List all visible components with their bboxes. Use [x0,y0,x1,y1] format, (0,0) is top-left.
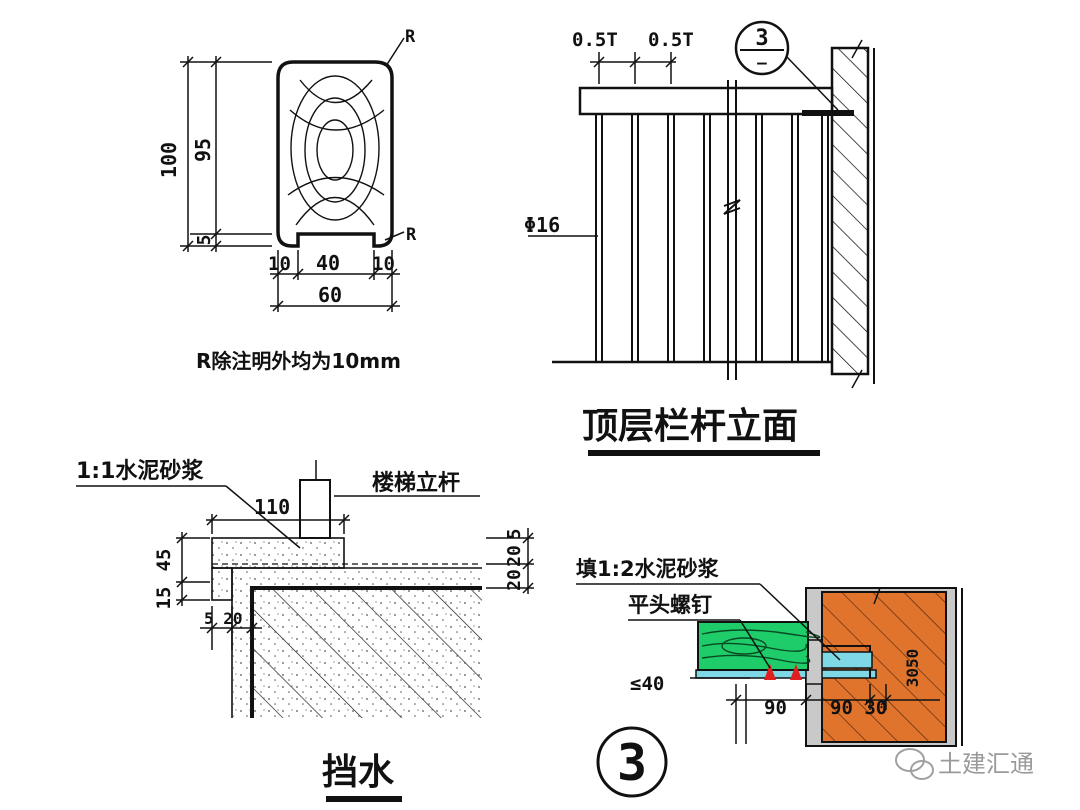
label-post: 楼梯立杆 [372,470,460,496]
left-dimensions [176,532,210,606]
dim-right-mid: 20 [504,545,525,567]
label-screw: 平头螺钉 [628,593,712,617]
bar-diameter-label: Φ16 [524,213,560,237]
detail-callout-sheet: — [757,53,767,72]
dim-body-height: 95 [191,138,215,162]
dim-spacing-left: 0.5T [572,29,618,51]
water-stop-title: 挡水 [322,752,395,793]
width-dimension [206,514,350,534]
wall-section [830,46,870,376]
watermark: 土建汇通 [895,748,1034,780]
handrail-profile [276,60,394,248]
detail-bottom-dimensions [726,684,940,744]
spacing-dimension [590,52,677,84]
water-stop-title-underline [326,796,402,802]
wood-grain-detail [701,629,821,664]
top-rail [578,86,834,116]
radius-leader-top [385,37,405,67]
right-dimensions [486,528,534,594]
label-fill: 填1:2水泥砂浆 [576,557,720,581]
screw-1 [764,664,776,680]
water-stop-detail: 1:1水泥砂浆 楼梯立杆 110 45 15 [76,458,534,802]
dim-left-upper: 45 [153,549,175,572]
handrail-section: R R 100 95 5 [157,27,417,373]
dim-vertical: 3050 [903,649,922,688]
wood-handrail [697,621,809,671]
detail-number: 3 [617,734,647,792]
break-line [723,80,741,380]
dim-left-lip: 10 [268,253,291,275]
radius-note: R除注明外均为10mm [196,349,401,373]
label-mortar: 1:1水泥砂浆 [76,458,204,484]
dim-spacing-right: 0.5T [648,29,694,51]
wood-grain [287,75,385,226]
dim-left-lower: 15 [153,587,175,610]
radius-leader-bottom [384,231,405,241]
balusters [595,114,829,362]
railing-elevation-title: 顶层栏杆立面 [582,406,798,447]
radius-mark-top: R [405,27,416,47]
dim-groove-height: 5 [194,235,215,246]
wechat-icon [895,748,934,780]
wall-bracket [802,110,854,116]
dim-right: 90 30 [830,697,887,719]
horizontal-dimensions [270,250,400,312]
detail-callout-circle [734,20,790,76]
vertical-dimensions [180,56,272,252]
detail-callout-number: 3 [755,26,768,51]
dim-groove-width: 40 [316,251,340,275]
stair-post [299,479,331,539]
dim-right-lip: 10 [372,253,395,275]
detail-number-circle [596,726,668,798]
dim-right-lower: 20 [504,569,525,591]
dim-overall-height: 100 [157,142,181,178]
screw-2 [790,664,802,680]
mortar-curb [211,537,345,569]
steel-bracket [695,669,877,679]
dim-right-upper: 5 [504,529,525,540]
railing-elevation: 0.5T 0.5T 3 — Φ16 顶层栏杆立面 [524,20,875,456]
title-underline [588,450,820,456]
dim-overall-width: 60 [318,283,342,307]
dim-bottom: 5 20 [204,609,243,628]
radius-mark-bottom: R [406,225,417,245]
dim-width: 110 [254,495,290,519]
detail-3: 填1:2水泥砂浆 平头螺钉 ≤40 90 90 30 3050 3 [576,557,963,798]
bottom-dimension [200,606,262,650]
dim-left: ≤40 [630,673,664,695]
dim-mid: 90 [764,697,787,719]
watermark-text: 土建汇通 [938,750,1034,778]
